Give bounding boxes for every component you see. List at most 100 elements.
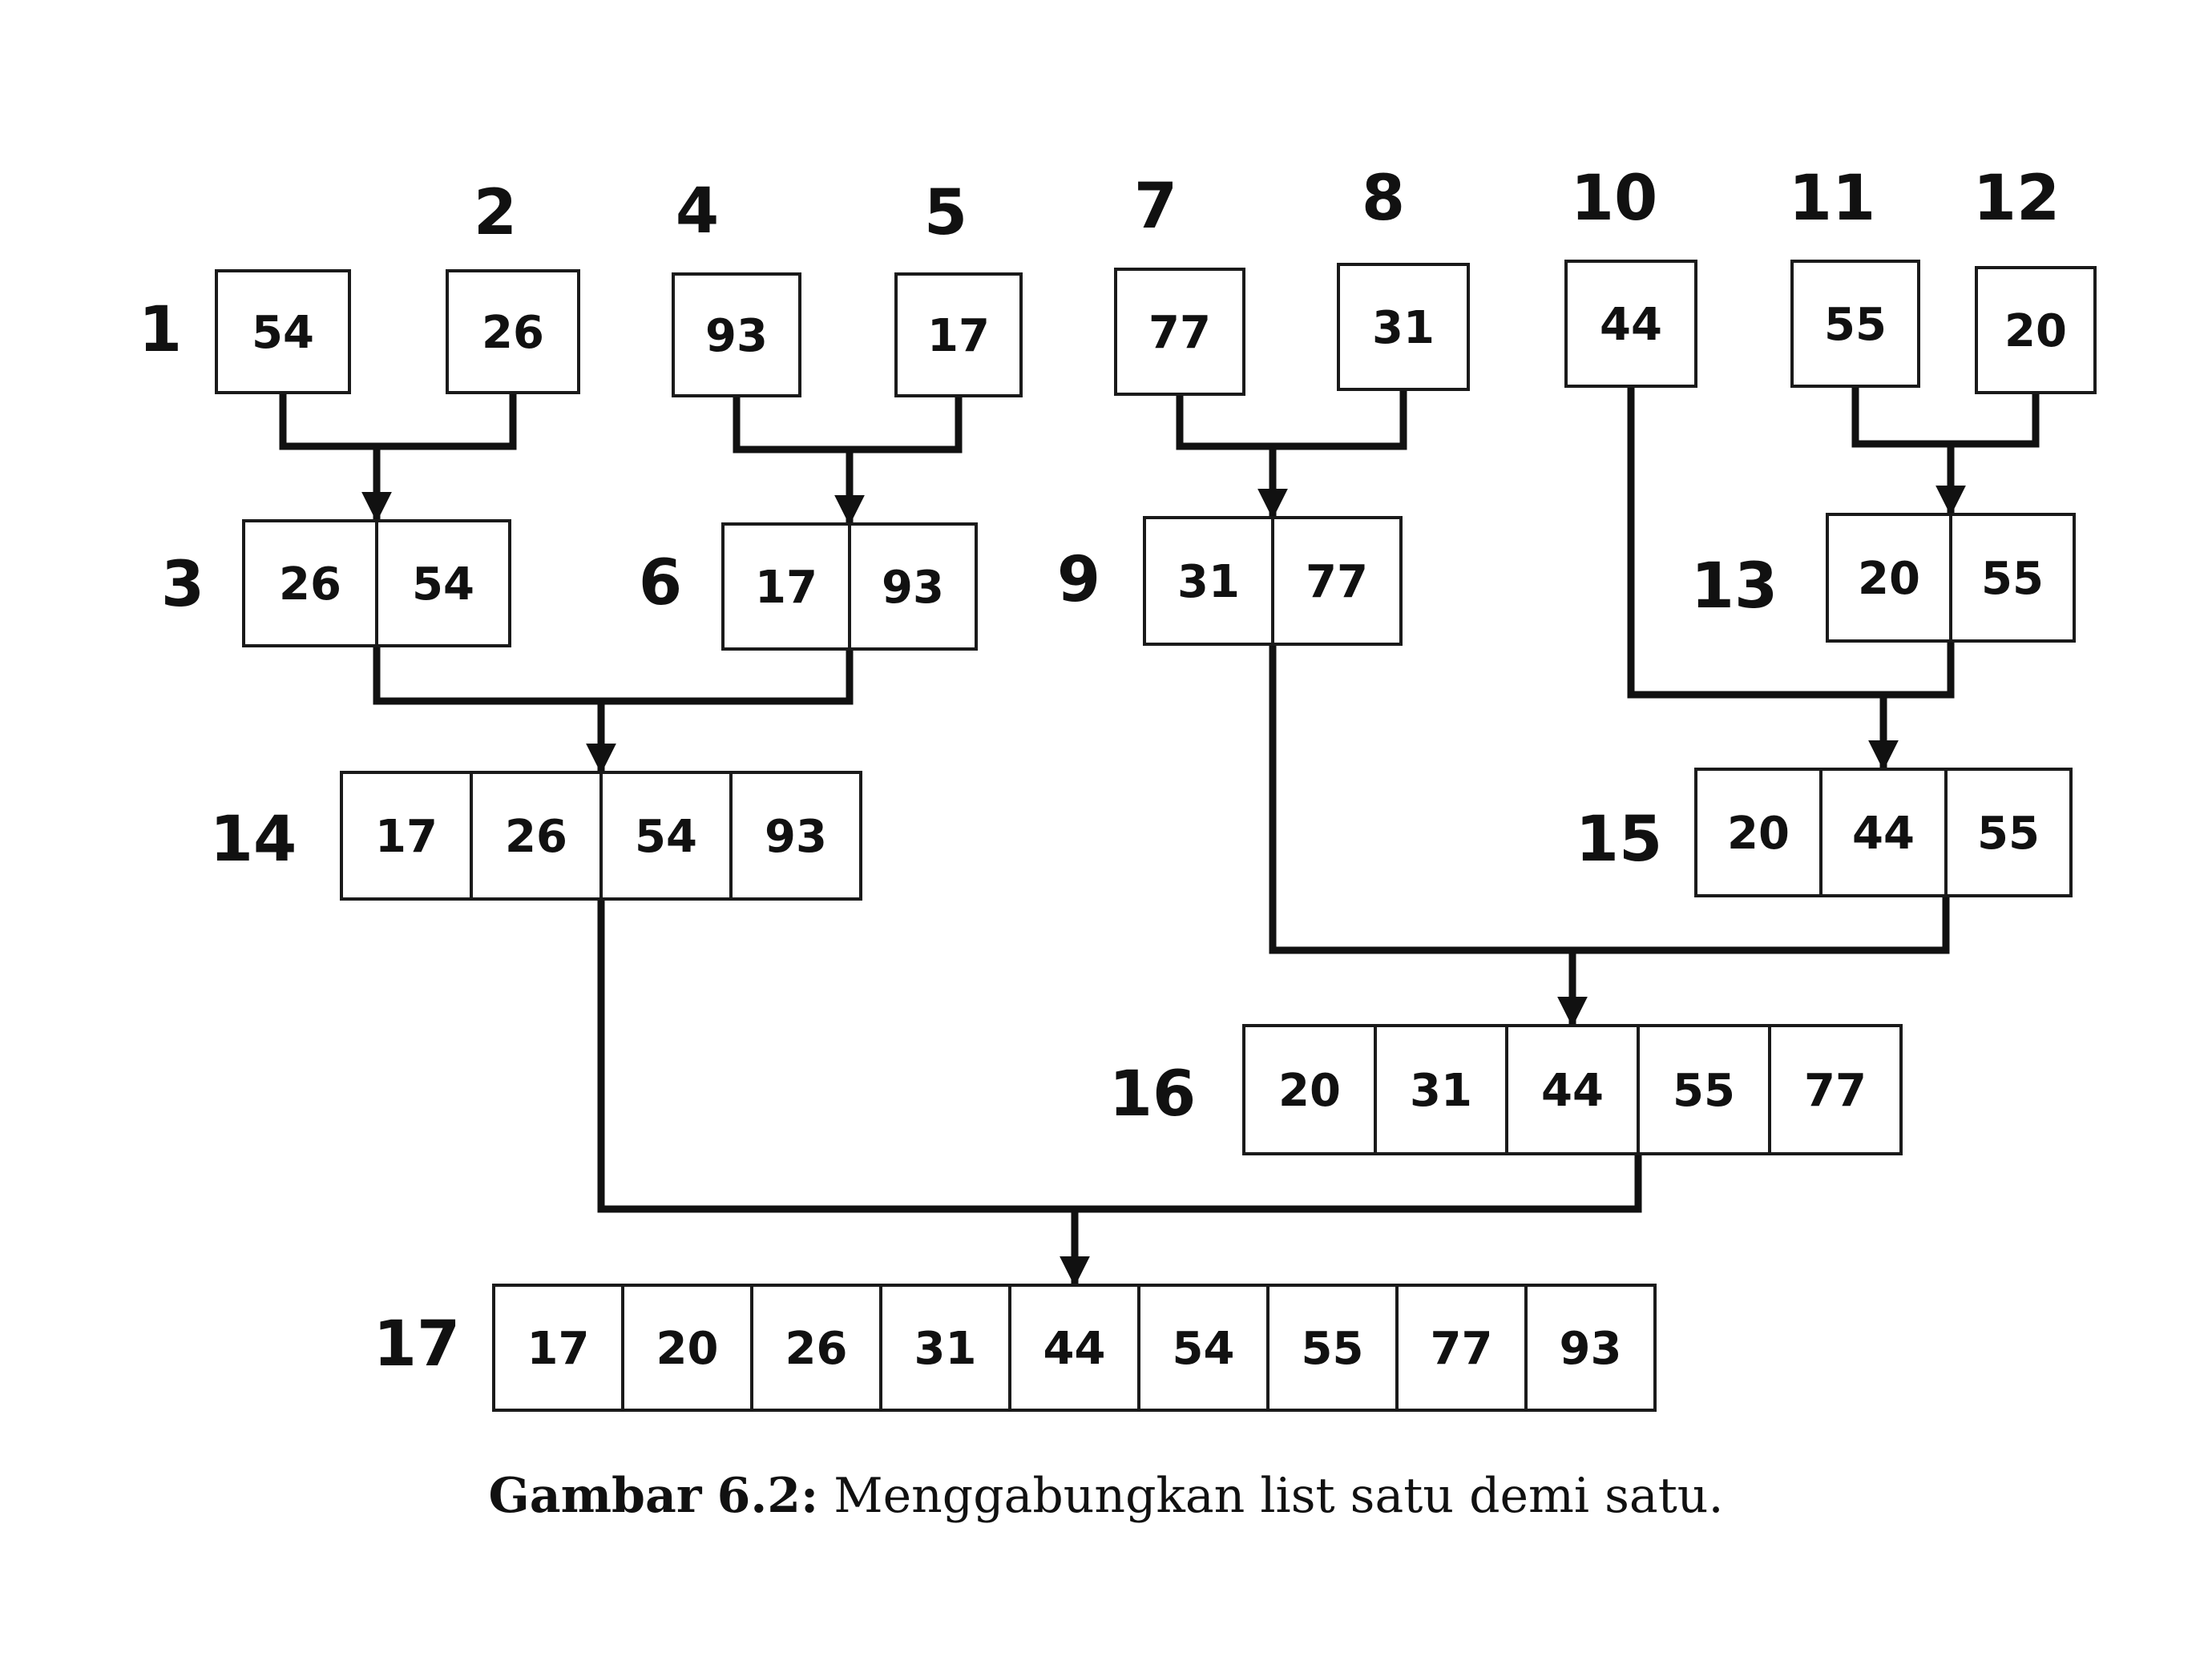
cell-value: 77 <box>1306 556 1368 608</box>
step-number: 11 <box>1789 163 1876 235</box>
list-cell <box>1505 1024 1640 1155</box>
step-number: 6 <box>639 547 682 619</box>
cell-value: 54 <box>412 558 474 611</box>
list-cell <box>1790 260 1920 388</box>
figure-caption: Gambar 6.2: Menggabungkan list satu demi… <box>0 1468 2212 1524</box>
list-cell <box>340 771 473 901</box>
list-cell <box>1637 1024 1771 1155</box>
merge-bus <box>733 396 963 454</box>
cell-value: 44 <box>1541 1065 1604 1117</box>
list-box-1: 54 1 <box>139 269 351 394</box>
cell-value: 31 <box>914 1323 977 1375</box>
list-box-2: 26 2 <box>446 177 580 394</box>
cell-value: 77 <box>1804 1065 1867 1117</box>
cell-value: 26 <box>482 307 544 359</box>
cell-value: 54 <box>1173 1323 1235 1375</box>
cell-value: 17 <box>927 310 990 362</box>
cell-value: 77 <box>1148 307 1211 359</box>
list-box-8: 31 8 <box>1337 163 1470 391</box>
list-cell <box>492 1284 624 1412</box>
cell-value: 44 <box>1852 808 1915 860</box>
list-cell <box>1768 1024 1903 1155</box>
list-box-13: 20 55 13 <box>1691 513 2076 643</box>
list-box-4: 934 <box>672 175 801 397</box>
cell-value: 26 <box>279 558 341 611</box>
merge-bus <box>1627 386 1955 699</box>
list-cell <box>1819 768 1948 897</box>
step-number: 3 <box>161 549 204 621</box>
step-number: 8 <box>1362 163 1405 235</box>
caption-number: 6.2: <box>716 1468 819 1524</box>
step-number: 13 <box>1691 550 1778 623</box>
list-cell <box>242 519 378 647</box>
cell-value: 54 <box>252 307 314 359</box>
list-box-3: 26 54 3 <box>161 519 511 647</box>
list-cell <box>750 1284 882 1412</box>
list-cell <box>672 272 801 397</box>
list-cell <box>848 522 978 651</box>
cell-value: 20 <box>656 1323 719 1375</box>
cell-value: 20 <box>1727 808 1790 860</box>
list-cell <box>470 771 603 901</box>
list-cell <box>1524 1284 1657 1412</box>
merge-bus <box>1176 389 1407 450</box>
cell-value: 17 <box>755 562 817 614</box>
cell-value: 93 <box>705 310 768 362</box>
list-box-5: 17 5 <box>894 177 1023 397</box>
list-cell <box>1137 1284 1269 1412</box>
cell-value: 93 <box>1560 1323 1622 1375</box>
merge-bus <box>597 899 1642 1213</box>
cell-value: 93 <box>882 562 944 614</box>
cell-value: 20 <box>1858 553 1920 605</box>
cell-value: 44 <box>1600 299 1662 351</box>
cell-value: 54 <box>635 811 697 863</box>
merge-bus <box>279 393 517 450</box>
list-cell <box>1008 1284 1140 1412</box>
list-cell <box>729 771 862 901</box>
step-number: 12 <box>1973 163 2061 235</box>
list-cell <box>721 522 851 651</box>
list-cell <box>894 272 1023 397</box>
list-cell <box>1694 768 1822 897</box>
list-cell <box>375 519 511 647</box>
list-cell <box>1266 1284 1399 1412</box>
list-box-6: 17 93 6 <box>639 522 978 651</box>
step-number: 1 <box>139 294 182 366</box>
list-cell <box>1975 266 2097 394</box>
step-number: 5 <box>924 177 967 249</box>
list-box-7: 777 <box>1114 171 1245 396</box>
step-number: 17 <box>373 1308 461 1381</box>
cell-value: 26 <box>505 811 567 863</box>
list-cell <box>1143 516 1274 646</box>
cell-value: 93 <box>765 811 827 863</box>
list-cell <box>215 269 351 394</box>
cell-value: 44 <box>1043 1323 1106 1375</box>
merge-bus <box>1851 386 2040 448</box>
cell-value: 55 <box>1981 553 2044 605</box>
cell-value: 31 <box>1372 302 1435 354</box>
cell-value: 31 <box>1177 556 1240 608</box>
list-cell <box>599 771 733 901</box>
caption-label: Gambar <box>488 1468 702 1524</box>
list-cell <box>1949 513 2076 643</box>
list-cell <box>1337 263 1470 391</box>
merge-connectors <box>279 386 2040 1287</box>
cell-value: 55 <box>1673 1065 1735 1117</box>
cell-value: 55 <box>1977 808 2040 860</box>
cell-value: 55 <box>1302 1323 1364 1375</box>
list-box-15: 20 44 55 15 <box>1576 768 2073 897</box>
step-number: 7 <box>1134 171 1177 243</box>
list-cell <box>1564 260 1697 388</box>
caption-text: Menggabungkan list satu demi satu. <box>834 1468 1724 1524</box>
cell-value: 26 <box>785 1323 848 1375</box>
step-number: 2 <box>474 177 517 249</box>
list-cell <box>1374 1024 1508 1155</box>
list-cell <box>1114 268 1245 396</box>
step-number: 15 <box>1576 804 1663 876</box>
